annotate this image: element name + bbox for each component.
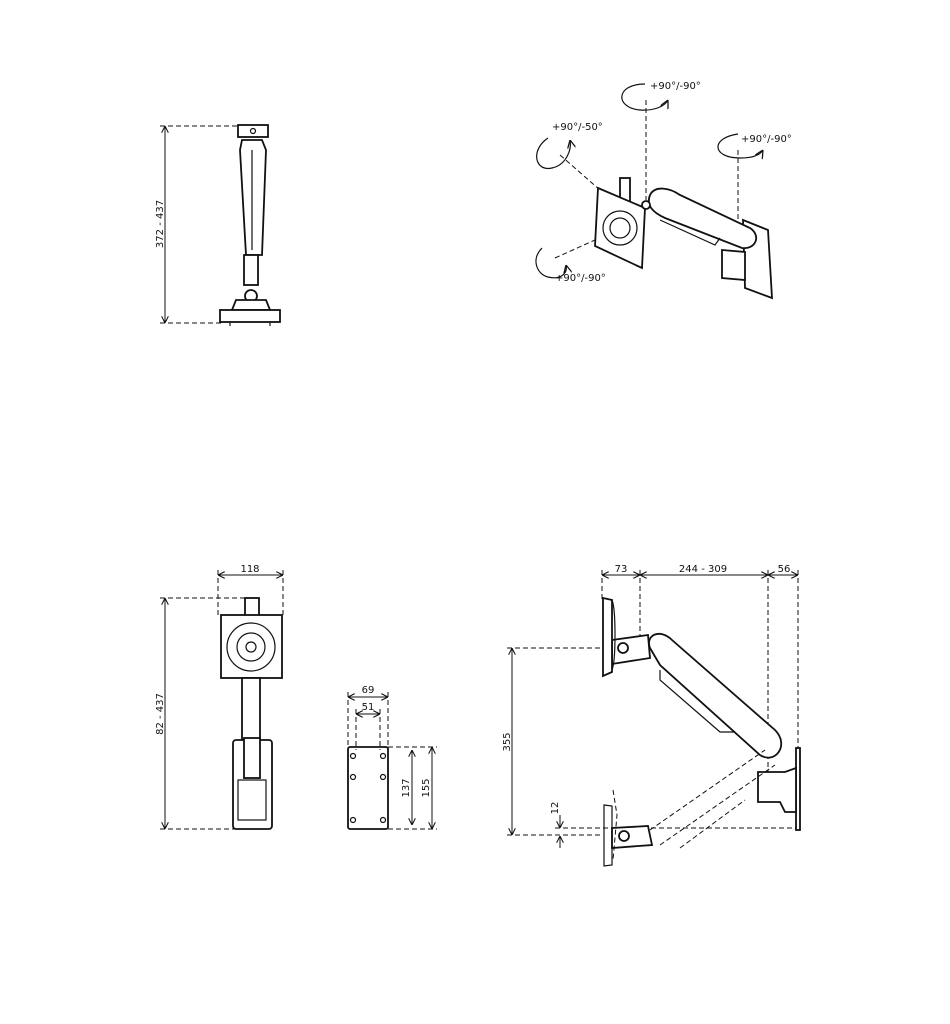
profile-arm-lower xyxy=(603,749,776,867)
rotation-wall-label: +90°/-90° xyxy=(741,134,792,145)
plate-width-inner-label: 51 xyxy=(362,702,375,713)
profile-travel-label: 355 xyxy=(502,732,513,751)
profile-drop-label: 12 xyxy=(550,802,561,815)
front-view: 118 82 - 437 xyxy=(155,564,284,830)
plate-height-outer-label: 155 xyxy=(421,778,432,797)
profile-offset-label: 73 xyxy=(615,564,628,575)
side-view-arm xyxy=(219,124,281,326)
iso-view: +90°/-90° +90°/-50° +90°/-90° +90°/-90° xyxy=(535,81,792,300)
plate-height-inner-label: 137 xyxy=(401,778,412,797)
rotation-top-label: +90°/-90° xyxy=(650,81,701,92)
rotation-arrows xyxy=(535,83,763,279)
profile-view: 73 244 - 309 56 355 12 xyxy=(502,564,801,867)
wall-plate-view: 69 51 137 155 xyxy=(347,685,437,830)
front-height-label: 82 - 437 xyxy=(155,693,166,735)
rotation-tilt-label: +90°/-50° xyxy=(552,122,603,133)
rotation-screen-label: +90°/-90° xyxy=(555,273,606,284)
profile-reach-label: 244 - 309 xyxy=(679,564,727,575)
iso-arm xyxy=(594,177,773,300)
side-height-label: 372 - 437 xyxy=(155,200,166,248)
profile-depth-label: 56 xyxy=(778,564,791,575)
profile-arm-upper xyxy=(602,596,801,831)
side-view: 372 - 437 xyxy=(155,124,281,326)
front-width-label: 118 xyxy=(240,564,259,575)
plate-width-outer-label: 69 xyxy=(362,685,375,696)
front-arm xyxy=(220,597,283,830)
